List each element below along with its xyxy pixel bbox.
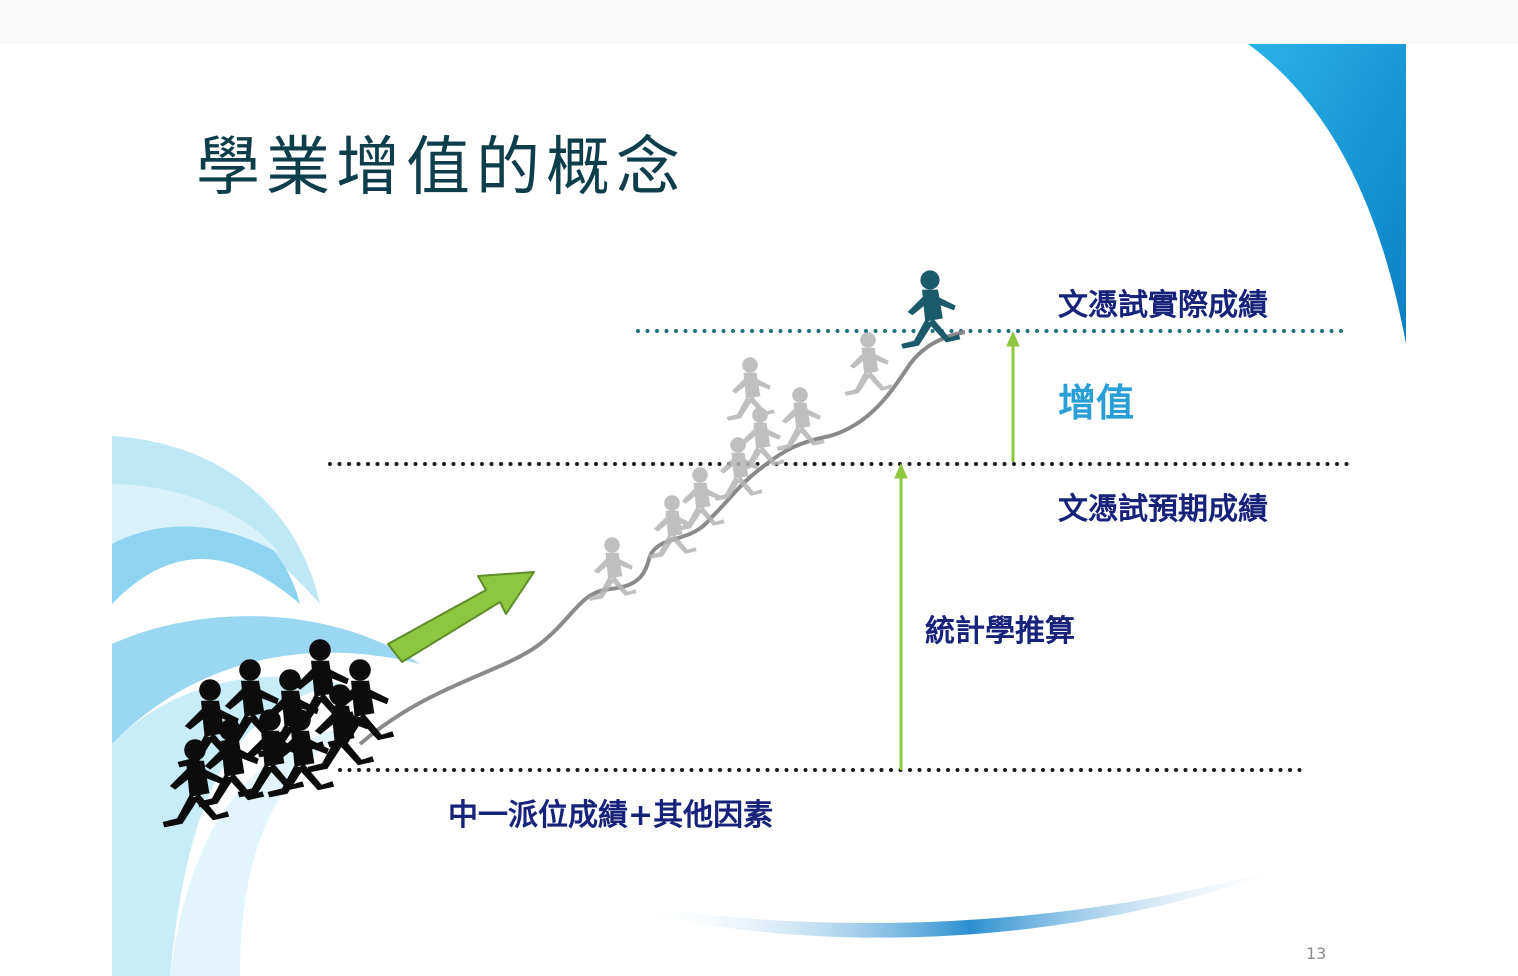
value-added-arrow [1006,330,1020,462]
swoosh-left [112,436,420,976]
swoosh-top-right [1248,44,1406,344]
swoosh-bottom [640,862,1300,938]
slide-title: 學業增值的概念 [196,131,686,205]
runner-silhouette-icon [901,270,961,349]
baseline-label: 中一派位成績+其他因素 [448,798,774,833]
actual-score-label: 文憑試實際成績 [1058,288,1268,323]
runner-ghosts [588,332,893,601]
statistical-inference-label: 統計學推算 [925,614,1075,649]
slide-artwork [112,44,1406,976]
progress-path [358,330,966,746]
page-number: 13 [1306,944,1327,963]
growth-arrow-icon [387,571,535,663]
statistical-inference-arrow [894,462,908,770]
value-added-label: 增值 [1058,381,1135,425]
expected-score-label: 文憑試預期成績 [1058,492,1268,527]
slide: 學業增值的概念 文憑試實際成績 增值 文憑試預期成績 統計學推算 中一派位成績+… [0,44,1518,976]
top-bar [0,0,1518,45]
